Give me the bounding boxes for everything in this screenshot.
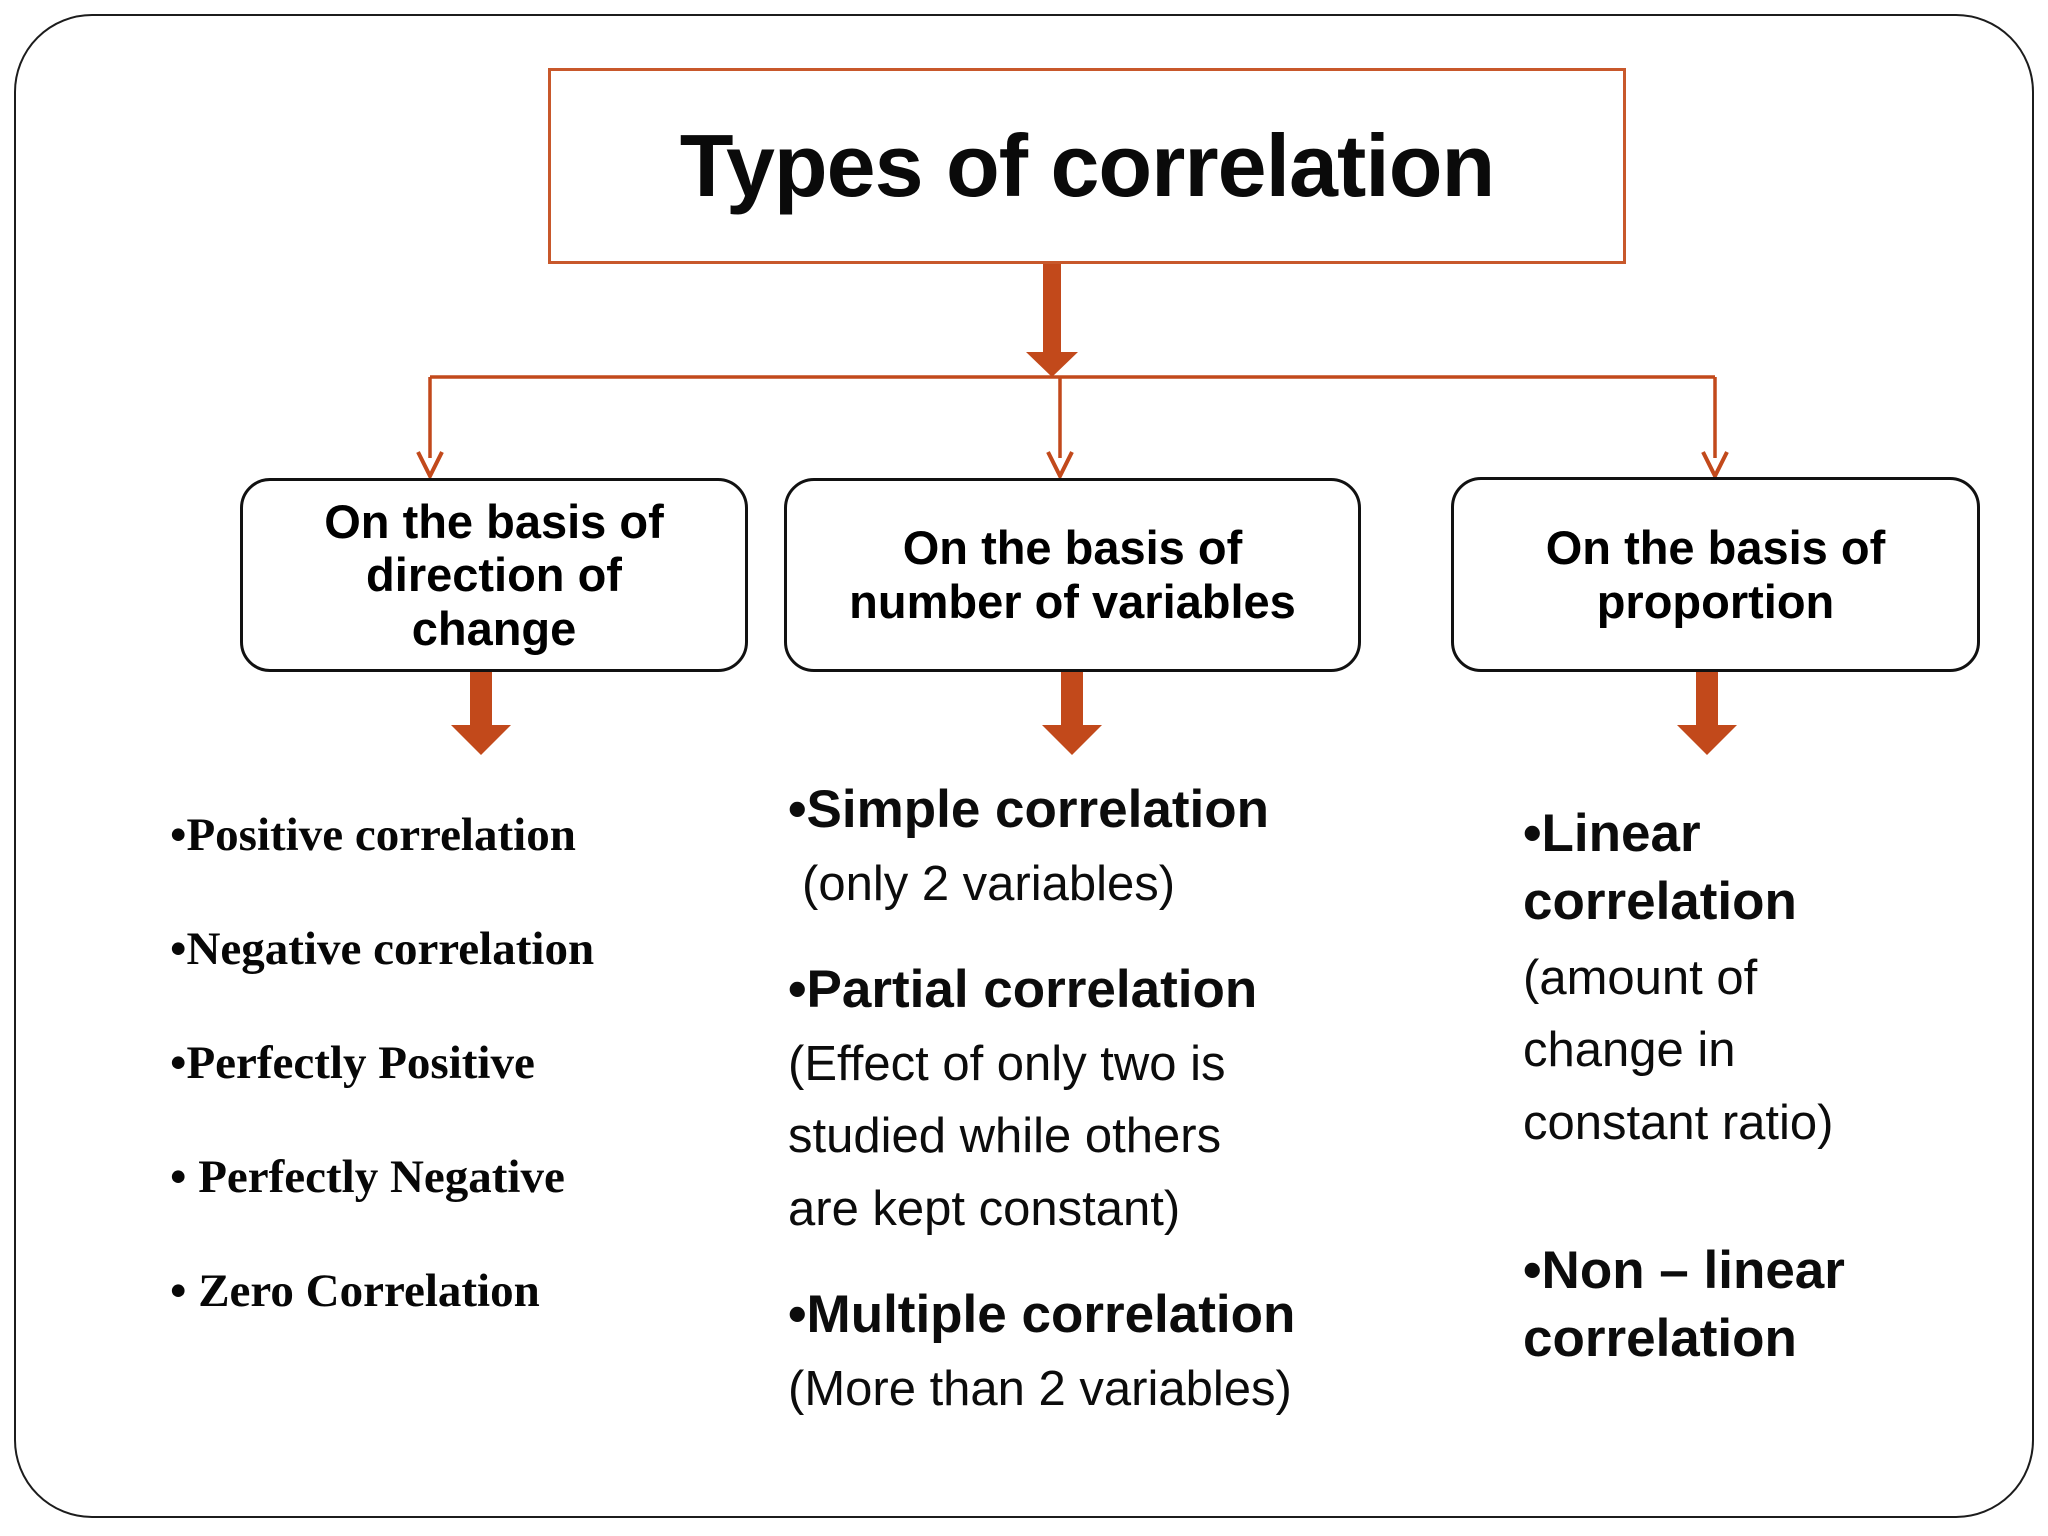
open-down-arrow-icon — [416, 451, 444, 481]
box-label-line: change — [411, 601, 577, 655]
box-label-line: On the basis of — [1545, 520, 1886, 574]
open-down-arrow-icon — [1046, 451, 1074, 481]
block-down-arrow-icon — [1026, 258, 1078, 377]
box-label-line: proportion — [1596, 574, 1835, 628]
direction-change-list: •Positive correlation •Negative correlati… — [170, 808, 770, 1378]
box-label-line: direction of — [366, 548, 622, 602]
open-down-arrow-icon — [1701, 451, 1729, 481]
block-down-arrow-icon — [1042, 666, 1102, 755]
title-box: Types of correlation — [548, 68, 1626, 264]
list-item: •Negative correlation — [170, 923, 595, 976]
list-item: •Multiple correlation — [788, 1285, 1296, 1345]
list-item: •Partial correlation — [788, 960, 1258, 1020]
list-item: (More than 2 variables) — [788, 1361, 1292, 1416]
list-item: •Positive correlation — [170, 809, 576, 861]
list-item: •Simple correlation — [788, 780, 1269, 839]
list-item: (only 2 variables) — [802, 856, 1176, 911]
box-label-line: number of variables — [849, 575, 1296, 628]
page-title: Types of correlation — [679, 116, 1496, 215]
branch-box-number-of-variables: On the basis of number of variables — [784, 478, 1361, 672]
block-down-arrow-icon — [1677, 666, 1737, 755]
block-down-arrow-icon — [451, 666, 511, 755]
box-label-line: On the basis of — [902, 521, 1243, 575]
list-item: • Perfectly Negative — [170, 1151, 565, 1204]
box-label-line: On the basis of — [324, 494, 664, 548]
branch-box-proportion: On the basis of proportion — [1451, 477, 1980, 672]
list-item: • Zero Correlation — [170, 1265, 540, 1318]
list-item: •Perfectly Positive — [170, 1037, 535, 1090]
branch-box-direction-of-change: On the basis of direction of change — [240, 478, 748, 672]
number-of-variables-list: •Simple correlation (only 2 variables) •Pa… — [788, 778, 1388, 1425]
